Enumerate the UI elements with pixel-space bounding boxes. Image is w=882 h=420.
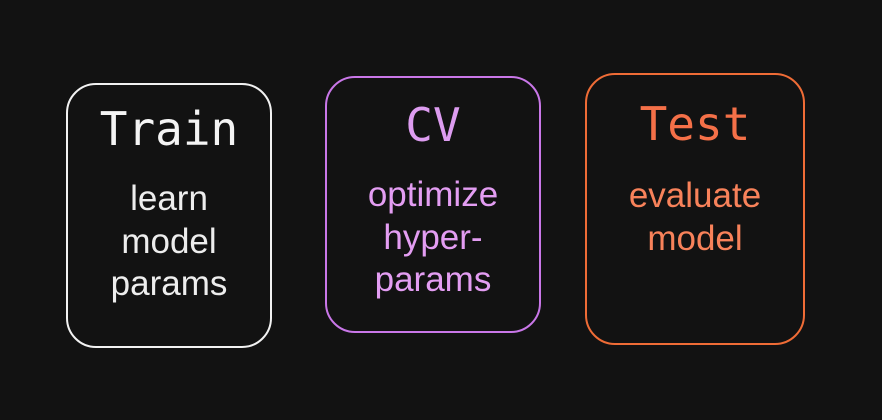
card-cv: CV optimize hyper- params <box>325 76 541 333</box>
card-cv-body-line: optimize <box>367 175 499 214</box>
card-test-body-line: model <box>647 218 743 258</box>
card-cv-title: CV <box>405 98 461 152</box>
card-train-body-line: learn <box>130 179 208 218</box>
card-test-body-line: evaluate <box>628 176 762 215</box>
card-cv-body: optimize hyper- params <box>368 174 498 302</box>
card-train: Train learn model params <box>66 83 272 348</box>
card-train-title: Train <box>99 102 239 156</box>
card-test-body: evaluate model <box>629 175 761 260</box>
card-cv-body-line: params <box>374 260 492 300</box>
card-test: Test evaluate model <box>585 73 805 345</box>
card-train-body: learn model params <box>111 178 228 306</box>
card-cv-body-line: hyper- <box>383 217 483 257</box>
card-test-title: Test <box>639 97 751 151</box>
card-train-body-line: model <box>121 221 217 261</box>
card-train-body-line: params <box>110 264 228 304</box>
